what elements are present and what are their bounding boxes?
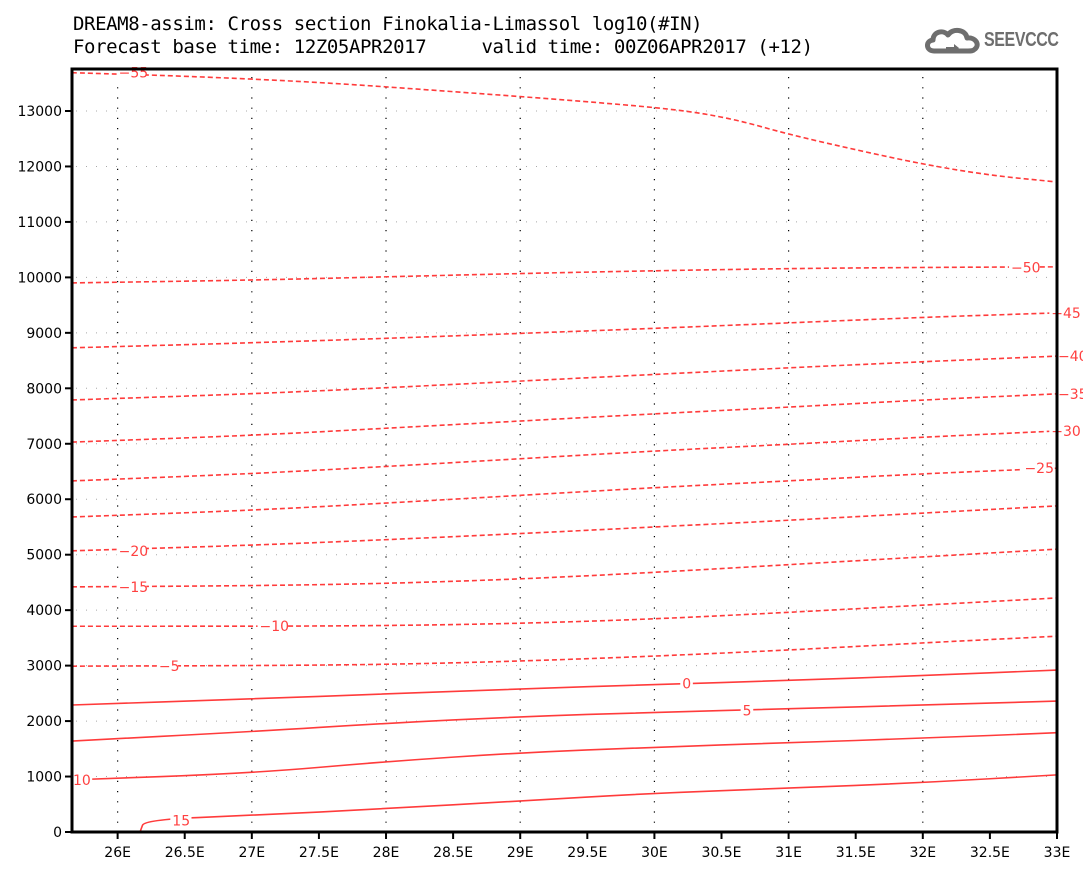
contour-label: 15 xyxy=(172,813,190,829)
contour-label-bg xyxy=(116,577,147,595)
y-tick-label: 7000 xyxy=(26,437,62,453)
x-tick-label: 30.5E xyxy=(701,845,741,861)
contour-label: 10 xyxy=(73,773,91,789)
x-tick-label: 31.5E xyxy=(836,845,876,861)
y-tick-label: 12000 xyxy=(17,159,62,175)
contour-label: −15 xyxy=(119,580,149,596)
y-tick-label: 4000 xyxy=(26,603,62,619)
contour-line-5 xyxy=(71,700,1058,742)
y-tick-label: 6000 xyxy=(26,492,62,508)
x-tick-label: 29.5E xyxy=(567,845,607,861)
x-tick-label: 31E xyxy=(775,845,802,861)
chart-subtitle: Forecast base time: 12Z05APR2017 valid t… xyxy=(73,36,813,58)
x-tick-label: 26E xyxy=(104,845,131,861)
contour-line--45 xyxy=(71,312,1058,349)
contour-label-bg xyxy=(1009,258,1039,276)
axis-layer: 0100020003000400050006000700080009000100… xyxy=(17,104,1070,861)
contour-line-15 xyxy=(139,774,1058,832)
contour-line--50 xyxy=(71,266,1058,284)
x-tick-label: 33E xyxy=(1044,845,1071,861)
contour-label: −10 xyxy=(260,619,290,635)
y-tick-label: 0 xyxy=(53,825,62,841)
contour-label-bg xyxy=(116,541,147,559)
contour-label-bg xyxy=(156,657,179,675)
contour-line--40 xyxy=(71,355,1058,401)
logo-text: SEEVCCC xyxy=(984,28,1059,51)
y-tick-label: 1000 xyxy=(26,770,62,786)
contour-line-10 xyxy=(71,731,1058,781)
x-tick-label: 28.5E xyxy=(433,845,473,861)
x-tick-label: 29E xyxy=(507,845,534,861)
contour-label: −45 xyxy=(1051,306,1081,322)
x-tick-label: 30E xyxy=(641,845,668,861)
contour-line--25 xyxy=(71,467,1058,518)
contour-label-bg xyxy=(740,701,754,719)
x-tick-label: 32.5E xyxy=(970,845,1010,861)
y-tick-label: 11000 xyxy=(17,215,62,231)
contour-label: −40 xyxy=(1058,349,1083,365)
contour-line-0 xyxy=(71,669,1058,706)
seevccc-logo: SEEVCCC xyxy=(924,26,1077,54)
x-tick-label: 27.5E xyxy=(299,845,339,861)
y-tick-label: 8000 xyxy=(26,381,62,397)
contour-label: −20 xyxy=(119,544,149,560)
contour-label: −35 xyxy=(1058,387,1083,403)
contour-line--55 xyxy=(71,71,1058,183)
contour-label: −30 xyxy=(1051,424,1081,440)
contour-line--30 xyxy=(71,430,1058,482)
x-tick-label: 28E xyxy=(373,845,400,861)
chart-title: DREAM8-assim: Cross section Finokalia-Li… xyxy=(73,13,703,35)
y-tick-label: 2000 xyxy=(26,714,62,730)
cloud-icon xyxy=(925,28,980,54)
contour-line--35 xyxy=(71,393,1058,443)
contour-layer xyxy=(71,71,1058,832)
plot-frame xyxy=(70,67,1059,834)
contour-line--10 xyxy=(72,597,1058,628)
x-tick-label: 27E xyxy=(238,845,265,861)
contour-label-bg xyxy=(1056,347,1083,365)
contour-label-bg xyxy=(257,617,288,635)
y-tick-label: 5000 xyxy=(26,548,62,564)
x-tick-label: 26.5E xyxy=(165,845,205,861)
contour-label-bg xyxy=(680,674,693,692)
contour-label-bg xyxy=(170,811,192,829)
contour-label: −50 xyxy=(1011,260,1041,276)
y-tick-label: 10000 xyxy=(17,270,62,286)
contour-line--5 xyxy=(71,635,1058,667)
contour-label: 0 xyxy=(682,676,691,692)
y-tick-label: 9000 xyxy=(26,326,62,342)
contour-label-bg xyxy=(71,770,93,788)
contour-label: −5 xyxy=(159,659,180,675)
contour-label: −25 xyxy=(1024,461,1054,477)
contour-line--20 xyxy=(71,505,1058,552)
y-tick-label: 13000 xyxy=(17,104,62,120)
contour-line--15 xyxy=(71,548,1058,588)
y-tick-label: 3000 xyxy=(26,659,62,675)
contour-label-bg xyxy=(1022,459,1053,477)
contour-label: 5 xyxy=(743,704,752,720)
contour-label-bg xyxy=(1056,384,1083,402)
x-tick-label: 32E xyxy=(909,845,936,861)
